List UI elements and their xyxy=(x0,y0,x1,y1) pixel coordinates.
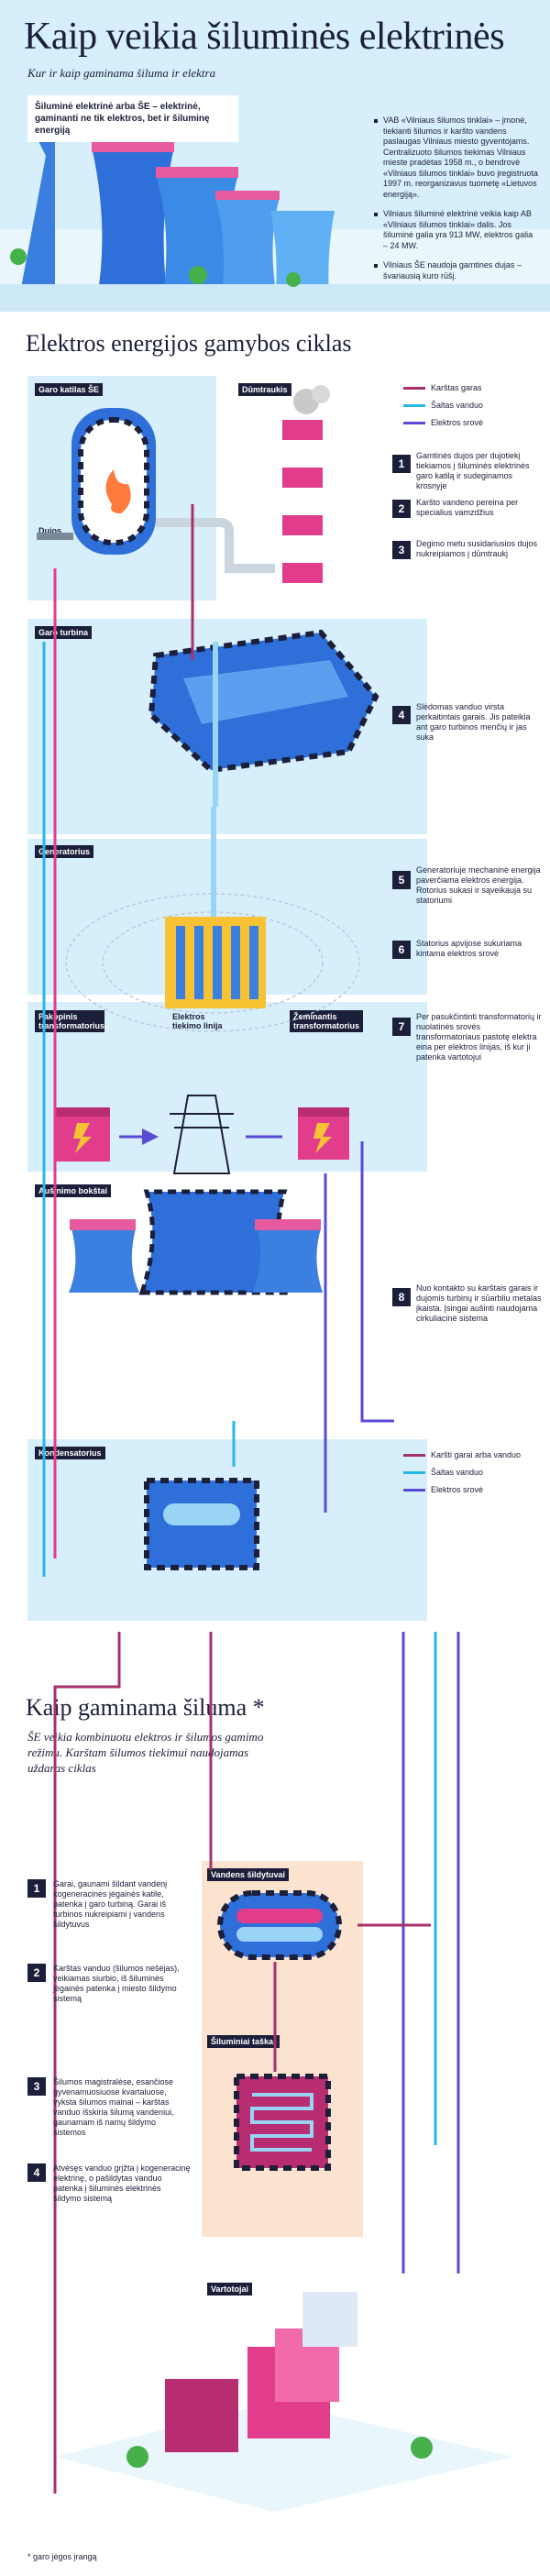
label-gas: Dujos xyxy=(38,526,62,535)
label-generator: Generatorius xyxy=(35,845,94,858)
section-title-electricity: Elektros energijos gamybos ciklas xyxy=(26,330,352,357)
chimney-icon xyxy=(282,385,330,585)
fact-item: Vilniaus ŠE naudoja gamtines dujas – šva… xyxy=(374,260,539,281)
legend-item-hot-steam: Karštas garas xyxy=(403,383,483,392)
fact-item: Vilniaus šiluminė elektrinė veikia kaip … xyxy=(374,209,539,251)
heat-cycle-diagram xyxy=(53,1632,513,2512)
cooling-towers-icon xyxy=(69,1189,323,1295)
page-subtitle: Kur ir kaip gaminama šiluma ir elektra xyxy=(28,66,216,80)
condenser-icon xyxy=(144,1478,259,1570)
step-up-transformer-icon xyxy=(55,1107,110,1161)
step-8-text: Nuo kontakto su karštais garais ir dujom… xyxy=(416,1283,542,1323)
step-4-text: Slėdomas vanduo virsta perkaitintais gar… xyxy=(416,702,531,742)
electricity-cycle-diagram xyxy=(37,385,394,1577)
legend-top: Karštas garas Šaltas vanduo Elektros sro… xyxy=(403,383,483,435)
intro-box: Šiluminė elektrinė arba ŠE – elektrinė, … xyxy=(28,95,238,142)
fact-item: VAB «Vilniaus šilumos tinklai» – įmonė, … xyxy=(374,116,539,200)
legend-bottom: Karšti garai arba vanduo Šaltas vanduo E… xyxy=(403,1450,521,1503)
power-plant-illustration xyxy=(0,138,550,312)
label-power-line: Elektros tiekimo linija xyxy=(172,1012,223,1030)
step-6-text: Statorius apvijose sukuriama kintama ele… xyxy=(416,939,522,958)
generator-icon xyxy=(65,807,360,1032)
turbine-icon xyxy=(148,629,380,807)
step-8: 8 xyxy=(392,1288,411,1306)
consumers-buildings-icon xyxy=(55,2292,513,2512)
water-heater-icon xyxy=(217,1890,342,1960)
header-banner: Kaip veikia šiluminės elektrinės Kur ir … xyxy=(0,0,550,312)
step-6: 6 xyxy=(392,941,411,959)
legend-item-current: Elektros srovė xyxy=(403,1485,521,1494)
boiler-icon xyxy=(72,408,156,555)
step-2: 2 xyxy=(392,500,411,518)
step-down-transformer-icon xyxy=(298,1107,349,1160)
label-condenser: Kondensatorius xyxy=(35,1447,105,1459)
legend-item-cold-water: Šaltas vanduo xyxy=(403,401,483,410)
power-line-tower-icon xyxy=(170,1095,234,1174)
label-boiler: Garo katilas ŠE xyxy=(35,383,104,396)
label-heat-points: Šiluminiai taškai xyxy=(207,2035,280,2048)
step-2-text: Karšto vandeno pereina per specialius va… xyxy=(416,498,519,517)
label-water-heaters: Vandens šildytuvai xyxy=(207,1868,290,1881)
label-step-down-transformer: Žeminantis transformatorius xyxy=(290,1010,363,1032)
step-1: 1 xyxy=(392,455,411,473)
label-step-up-transformer: Pakopinis transformatorius xyxy=(35,1010,104,1032)
label-consumers: Vartotojai xyxy=(207,2283,253,2295)
step-7: 7 xyxy=(392,1018,411,1036)
label-turbine: Garo turbina xyxy=(35,626,93,639)
section-subtitle-heat: ŠE veikia kombinuotu elektros ir šilumos… xyxy=(28,1730,264,1775)
step-7-text: Per pasukčintinti transformatorių ir nuo… xyxy=(416,1012,542,1062)
step-5-text: Generatoriuje mechaninė energija paverči… xyxy=(416,865,541,905)
step-3-text: Degimo metu susidariusios dujos nukreipi… xyxy=(416,539,538,558)
section-title-heat: Kaip gaminama šiluma * xyxy=(26,1694,265,1721)
legend-item-cold-water: Šaltas vanduo xyxy=(403,1468,521,1477)
page-title: Kaip veikia šiluminės elektrinės xyxy=(24,16,505,58)
facts-list: VAB «Vilniaus šilumos tinklai» – įmonė, … xyxy=(374,116,539,291)
heat-point-icon xyxy=(234,2074,331,2171)
step-3: 3 xyxy=(392,541,411,559)
legend-item-current: Elektros srovė xyxy=(403,418,483,427)
legend-item-hot-steam: Karšti garai arba vanduo xyxy=(403,1450,521,1459)
step-1-text: Gamtinės dujos per dujotiekį tiekiamos į… xyxy=(416,451,530,490)
label-chimney: Dūmtraukis xyxy=(238,383,292,396)
step-4: 4 xyxy=(392,706,411,724)
footnote: * garo jėgos įrangą xyxy=(28,2552,97,2561)
step-5: 5 xyxy=(392,871,411,889)
